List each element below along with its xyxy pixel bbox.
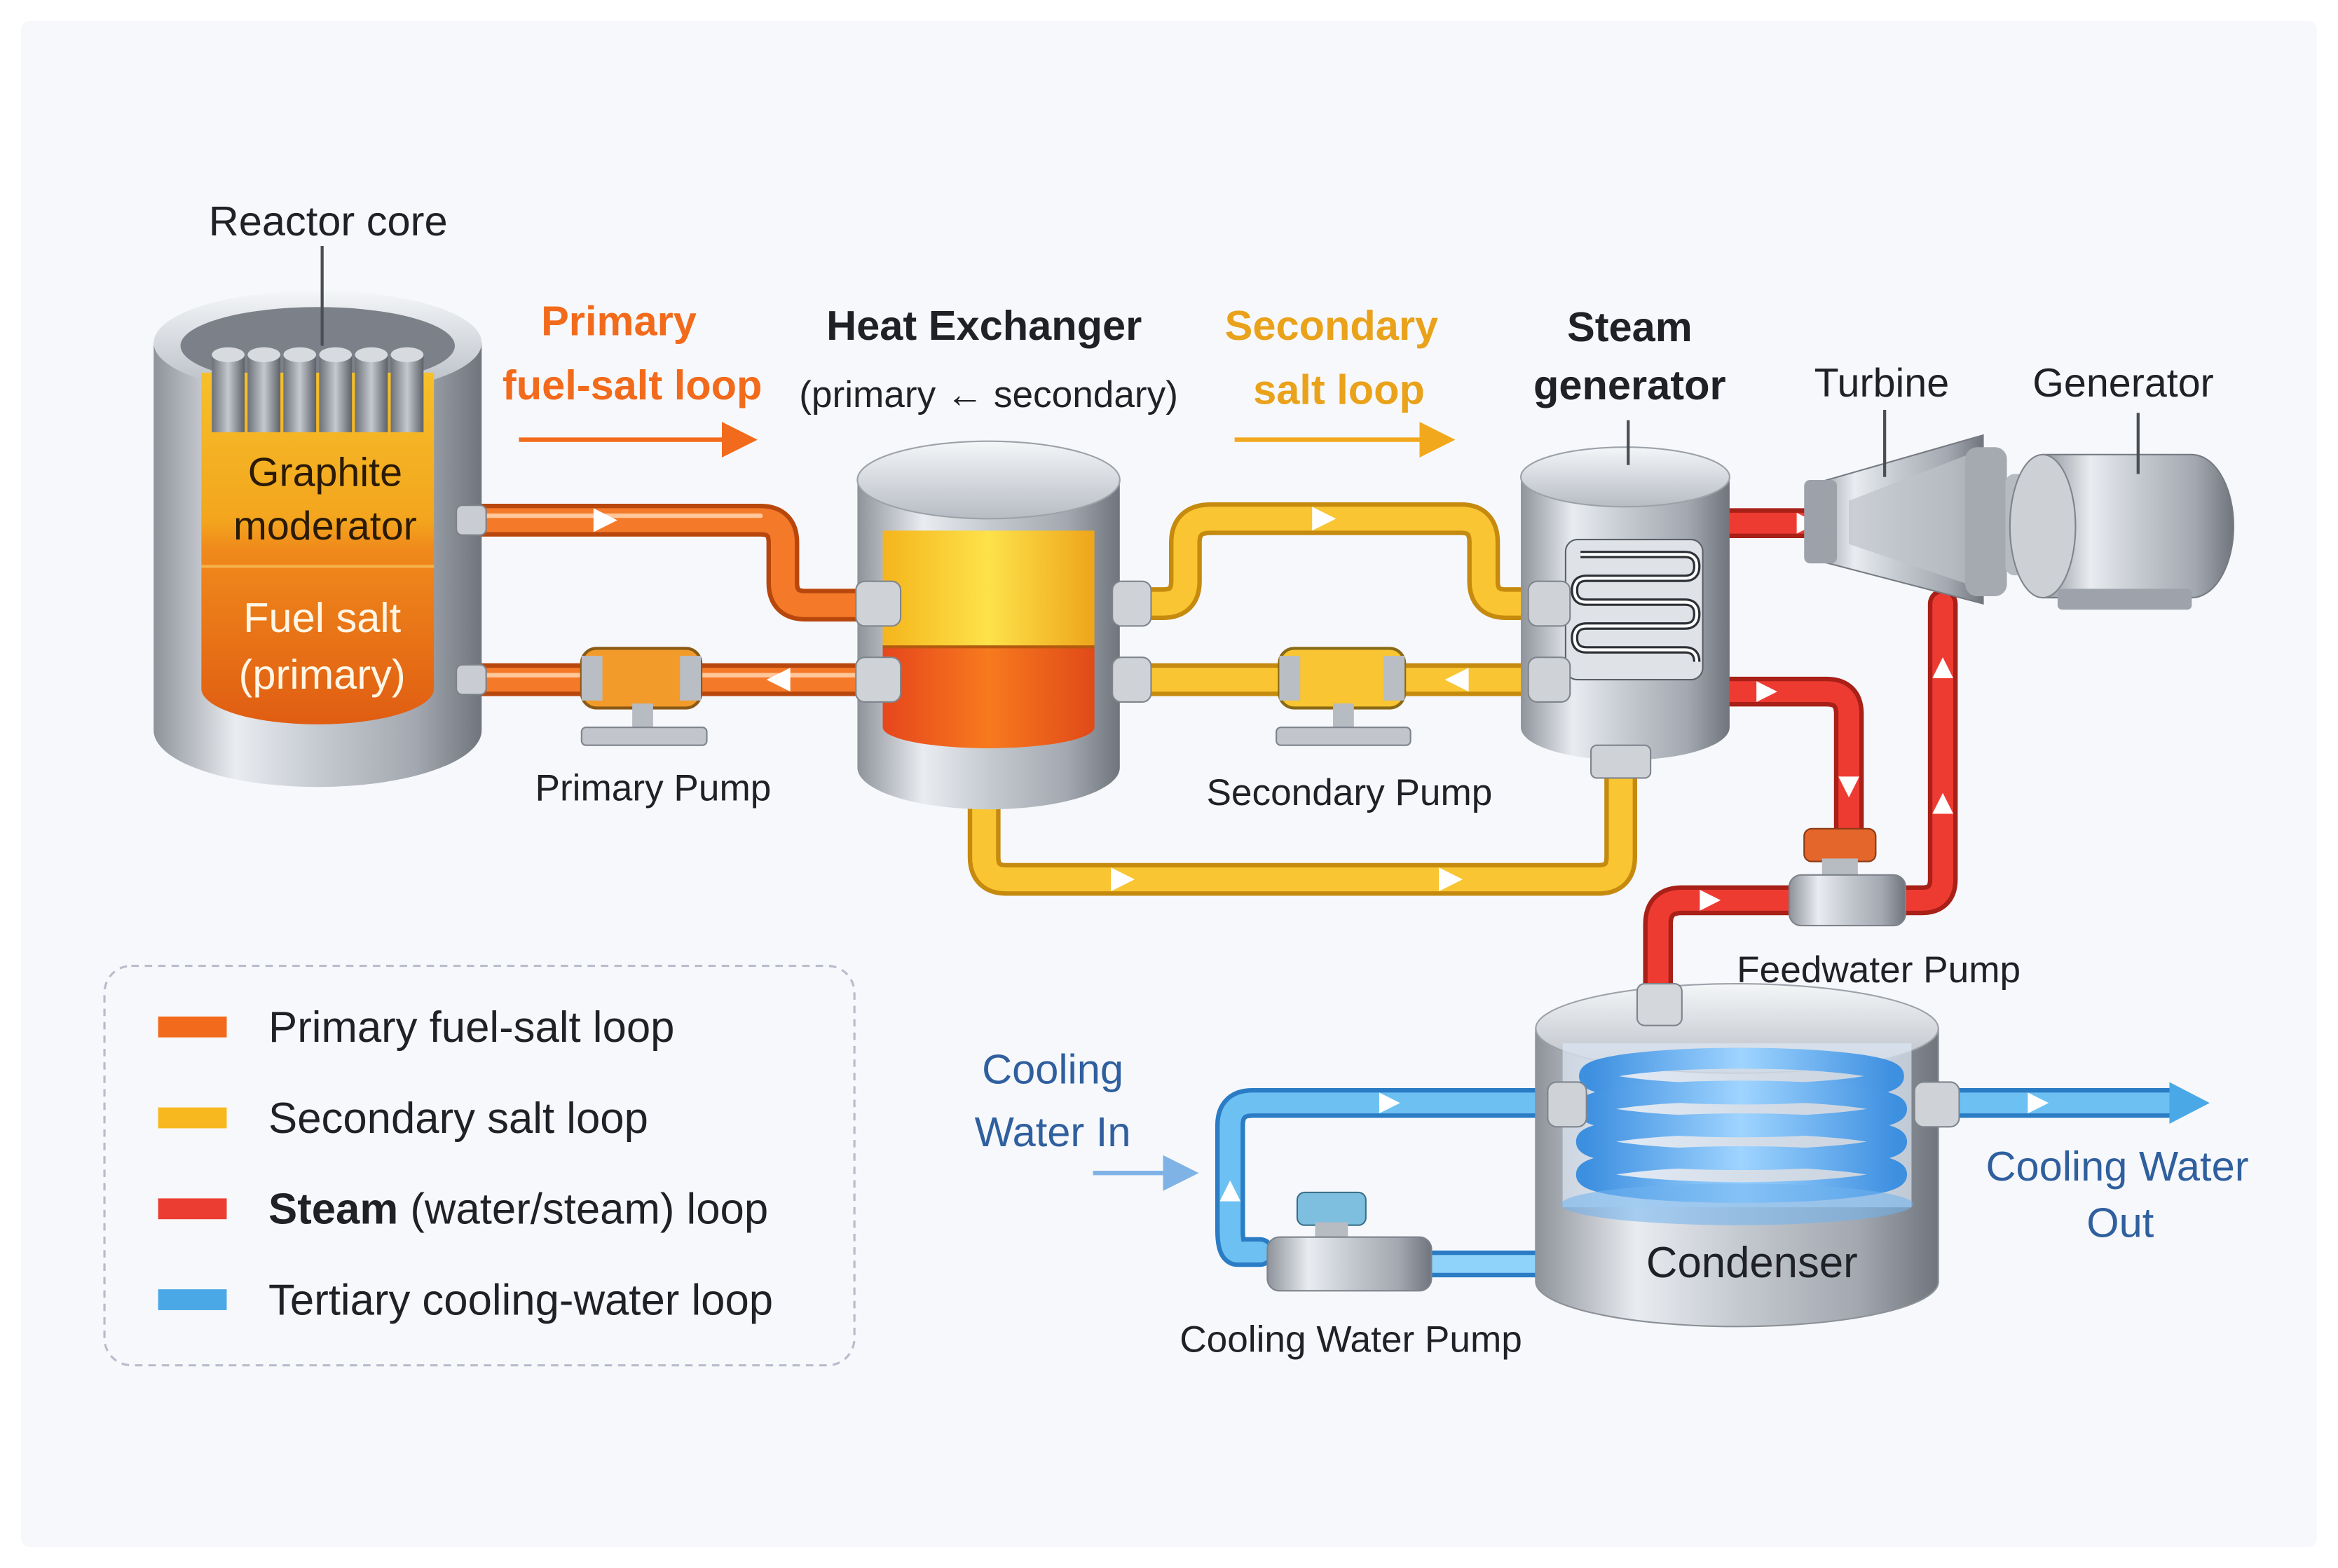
turbine <box>1804 410 2007 605</box>
secondary-loop-label-l1: Secondary <box>1225 302 1438 349</box>
generator-machine <box>2005 413 2234 610</box>
legend-swatch-primary <box>158 1016 227 1038</box>
cooling-out-label-l2: Out <box>2086 1199 2154 1246</box>
primary-pump <box>580 647 708 746</box>
heat-exchanger <box>855 440 1152 810</box>
steam-generator-label-l1: Steam <box>1567 303 1693 350</box>
fuel-salt-label-l1: Fuel salt <box>243 594 402 641</box>
feedwater-pump-label: Feedwater Pump <box>1737 949 2021 991</box>
graphite-rods <box>212 347 424 432</box>
primary-loop-label-l2: fuel-salt loop <box>503 362 763 408</box>
cooling-water-pump <box>1266 1191 1433 1292</box>
legend-swatch-secondary <box>158 1107 227 1129</box>
primary-pump-label: Primary Pump <box>535 767 772 809</box>
hx-sub-label: (primary ← secondary) <box>799 374 1178 415</box>
turbine-label: Turbine <box>1814 361 1950 406</box>
fuel-salt-label-l2: (primary) <box>239 651 406 698</box>
secondary-loop-label-l2: salt loop <box>1253 366 1425 413</box>
condenser <box>1535 983 1960 1328</box>
generator-label: Generator <box>2032 361 2214 406</box>
reactor-core-label: Reactor core <box>209 198 448 245</box>
secondary-pump-label: Secondary Pump <box>1206 772 1492 813</box>
cooling-pump-label: Cooling Water Pump <box>1180 1319 1522 1361</box>
cooling-in-label-l2: Water In <box>975 1108 1131 1155</box>
legend-label-secondary: Secondary salt loop <box>268 1094 648 1143</box>
legend: Primary fuel-salt loop Secondary salt lo… <box>103 964 856 1367</box>
graphite-label-l1: Graphite <box>248 451 402 495</box>
cooling-in-label-l1: Cooling <box>982 1046 1123 1093</box>
heat-exchanger-label: Heat Exchanger <box>826 302 1142 349</box>
legend-label-cooling: Tertiary cooling-water loop <box>268 1276 773 1324</box>
primary-loop-label-l1: Primary <box>541 298 697 345</box>
steam-generator-label-l2: generator <box>1533 362 1726 408</box>
feedwater-pump <box>1788 827 1906 927</box>
legend-label-steam: Steam (water/steam) loop <box>268 1185 768 1234</box>
cooling-out-label-l1: Cooling Water <box>1985 1143 2248 1190</box>
flow-arrows <box>593 507 2049 1202</box>
secondary-pump <box>1276 647 1411 746</box>
legend-box <box>103 964 856 1367</box>
reactor-vessel <box>153 246 487 788</box>
legend-label-primary: Primary fuel-salt loop <box>268 1003 674 1052</box>
steam-generator <box>1519 420 1730 779</box>
graphite-label-l2: moderator <box>233 504 417 549</box>
legend-swatch-steam <box>158 1198 227 1220</box>
condenser-label: Condenser <box>1646 1239 1858 1287</box>
legend-swatch-cooling <box>158 1289 227 1310</box>
